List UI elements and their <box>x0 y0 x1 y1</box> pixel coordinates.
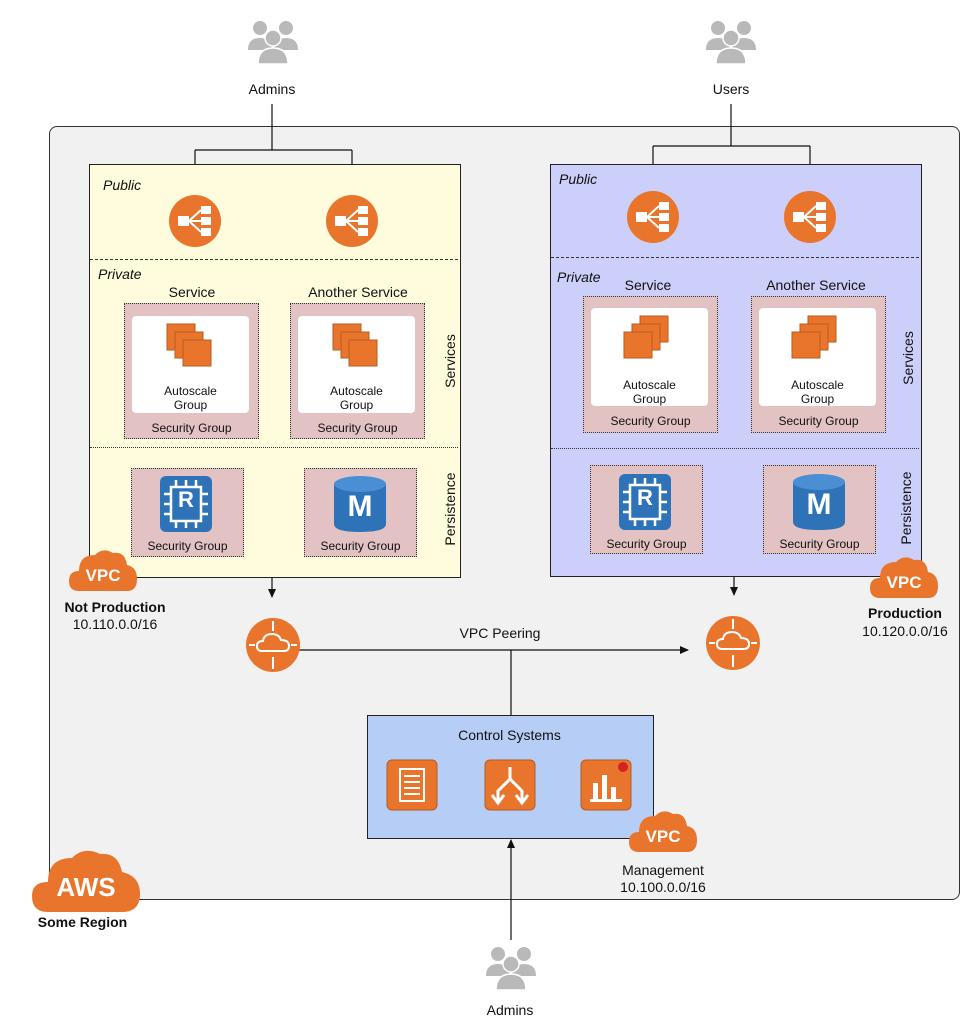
prod-autoscale-label: Autoscale <box>791 378 844 392</box>
deploy-pipeline-icon <box>484 759 536 811</box>
prod-services-divider <box>551 448 919 449</box>
prod-sg-label: Security Group <box>778 414 859 428</box>
peering-label: VPC Peering <box>459 625 541 641</box>
nonprod-service-title: Service <box>168 284 216 300</box>
checklist-icon <box>386 759 438 811</box>
vpc-cloud-icon <box>629 811 697 852</box>
load-balancer-icon <box>326 195 378 247</box>
nonprod-private-label: Private <box>98 266 142 282</box>
vpc-cloud-icon <box>69 550 137 591</box>
redis-letter: R <box>178 487 194 512</box>
load-balancer-icon <box>169 195 221 247</box>
router-icon <box>706 616 760 670</box>
prod-vpc-badge: VPC <box>886 573 922 592</box>
mgmt-vpc-cidr: 10.100.0.0/16 <box>620 879 706 895</box>
mgmt-vpc-badge: VPC <box>645 827 681 846</box>
load-balancer-icon <box>784 191 836 243</box>
nonprod-group-label: Group <box>173 398 208 412</box>
prod-service-title: Service <box>624 277 672 293</box>
prod-sg-label: Security Group <box>779 537 860 551</box>
nonprod-another-service-title: Another Service <box>308 284 408 300</box>
prod-sg-label: Security Group <box>606 537 687 551</box>
bottom-admins-label: Admins <box>486 1002 534 1018</box>
prod-services-label: Services <box>900 331 916 385</box>
users-label: Users <box>712 81 750 97</box>
router-icon <box>246 618 300 672</box>
aws-badge: AWS <box>56 872 116 902</box>
nonprod-public-label: Public <box>103 177 142 193</box>
nonprod-autoscale-label: Autoscale <box>330 384 383 398</box>
top-admins-label: Admins <box>248 81 296 97</box>
prod-vpc-name: Production <box>868 605 942 621</box>
prod-sg-label: Security Group <box>610 414 691 428</box>
nonprod-vpc-cidr: 10.110.0.0/16 <box>72 616 158 632</box>
prod-group-label: Group <box>800 392 835 406</box>
autoscale-group-icon <box>623 315 669 359</box>
monitoring-chart-icon <box>580 759 632 811</box>
nonprod-group-label: Group <box>339 398 374 412</box>
admins-connector <box>194 104 353 184</box>
users-people-icon <box>706 21 756 65</box>
autoscale-group-icon <box>166 323 212 367</box>
mongo-letter: M <box>347 490 373 523</box>
mgmt-vpc-name: Management <box>622 862 704 878</box>
prod-autoscale-label: Autoscale <box>623 378 676 392</box>
prod-persistence-label: Persistence <box>898 471 914 545</box>
mongo-letter: M <box>806 488 832 521</box>
redis-letter: R <box>637 485 653 510</box>
redis-cache-icon <box>619 474 671 530</box>
nonprod-vpc-name: Not Production <box>64 599 166 615</box>
region-label: Some Region <box>37 914 128 930</box>
prod-public-divider <box>551 257 919 258</box>
prod-vpc-cidr: 10.120.0.0/16 <box>862 623 948 639</box>
vpc-cloud-icon <box>870 557 938 598</box>
redis-cache-icon <box>160 476 212 532</box>
nonprod-sg-label: Security Group <box>147 539 228 553</box>
nonprod-vpc-badge: VPC <box>85 566 121 585</box>
prod-another-service-title: Another Service <box>766 277 866 293</box>
database-icon <box>334 476 386 532</box>
mgmt-title: Control Systems <box>458 727 561 743</box>
nonprod-autoscale-label: Autoscale <box>164 384 217 398</box>
load-balancer-icon <box>627 191 679 243</box>
nonprod-sg-label: Security Group <box>151 421 232 435</box>
nonprod-persistence-label: Persistence <box>442 472 458 546</box>
prod-public-label: Public <box>559 171 598 187</box>
autoscale-group-icon <box>791 315 837 359</box>
aws-cloud-icon <box>32 850 140 912</box>
nonprod-public-divider <box>90 259 458 260</box>
nonprod-services-divider <box>90 447 458 448</box>
autoscale-group-icon <box>332 323 378 367</box>
admins-people-icon <box>486 947 536 991</box>
nonprod-sg-label: Security Group <box>320 539 401 553</box>
prod-group-label: Group <box>632 392 667 406</box>
nonprod-sg-label: Security Group <box>317 421 398 435</box>
admins-people-icon <box>248 21 298 65</box>
nonprod-services-label: Services <box>442 334 458 388</box>
database-icon <box>793 474 845 530</box>
prod-private-label: Private <box>557 269 601 285</box>
users-connector <box>652 104 811 180</box>
